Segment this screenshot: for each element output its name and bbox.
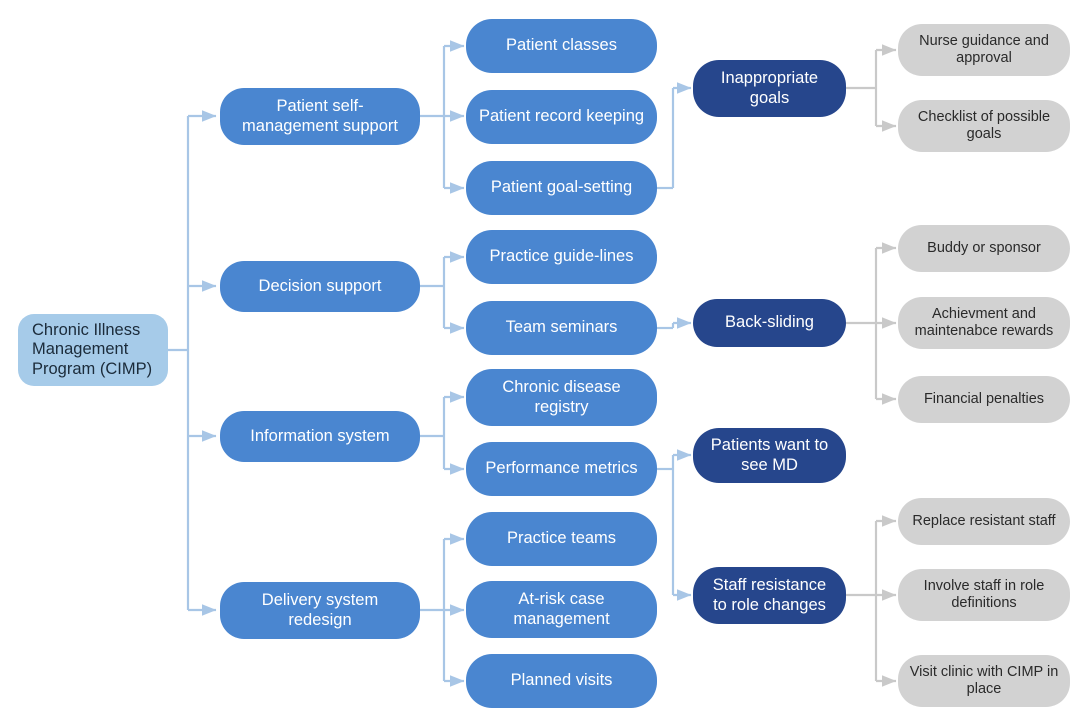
branch4-to-leaf-connectors [420,533,465,687]
node-branch-information-system[interactable]: Information system [220,411,420,462]
node-leaf-performance-metrics[interactable]: Performance metrics [466,442,657,496]
node-fix-financial-penalties[interactable]: Financial penalties [898,376,1070,423]
node-branch-decision-support[interactable]: Decision support [220,261,420,312]
issue2-to-fix-connectors [846,242,897,405]
node-leaf-planned-visits[interactable]: Planned visits [466,654,657,708]
node-leaf-team-seminars[interactable]: Team seminars [466,301,657,355]
node-leaf-patient-classes[interactable]: Patient classes [466,19,657,73]
node-fix-checklist-of-possible-goals[interactable]: Checklist of possible goals [898,100,1070,152]
node-leaf-practice-teams[interactable]: Practice teams [466,512,657,566]
root-to-branch-connectors [168,110,217,616]
node-fix-involve-staff-in-role-definitions[interactable]: Involve staff in role definitions [898,569,1070,621]
node-leaf-practice-guide-lines[interactable]: Practice guide-lines [466,230,657,284]
node-issue-back-sliding[interactable]: Back-sliding [693,299,846,347]
node-issue-staff-resistance-to-role-changes[interactable]: Staff resistance to role changes [693,567,846,624]
branch2-to-leaf-connectors [420,251,465,334]
node-fix-buddy-or-sponsor[interactable]: Buddy or sponsor [898,225,1070,272]
node-fix-nurse-guidance-and-approval[interactable]: Nurse guidance and approval [898,24,1070,76]
branch1-to-leaf-connectors [420,40,465,194]
issue4-to-fix-connectors [846,515,897,687]
node-fix-replace-resistant-staff[interactable]: Replace resistant staff [898,498,1070,545]
node-issue-patients-want-to-see-md[interactable]: Patients want to see MD [693,428,846,483]
node-leaf-chronic-disease-registry[interactable]: Chronic disease registry [466,369,657,426]
node-root-cimp[interactable]: Chronic Illness Management Program (CIMP… [18,314,168,386]
node-fix-achievement-and-maintenance-rewards[interactable]: Achievment and maintenabce rewards [898,297,1070,349]
node-branch-delivery-system-redesign[interactable]: Delivery system redesign [220,582,420,639]
node-fix-visit-clinic-with-cimp-in-place[interactable]: Visit clinic with CIMP in place [898,655,1070,707]
node-leaf-at-risk-case-management[interactable]: At-risk case management [466,581,657,638]
node-branch-patient-self-management-support[interactable]: Patient self- management support [220,88,420,145]
node-leaf-patient-record-keeping[interactable]: Patient record keeping [466,90,657,144]
node-leaf-patient-goal-setting[interactable]: Patient goal-setting [466,161,657,215]
leaf-to-issue-connectors [657,82,692,601]
issue1-to-fix-connectors [846,44,897,132]
node-issue-inappropriate-goals[interactable]: Inappropriate goals [693,60,846,117]
branch3-to-leaf-connectors [420,391,465,475]
